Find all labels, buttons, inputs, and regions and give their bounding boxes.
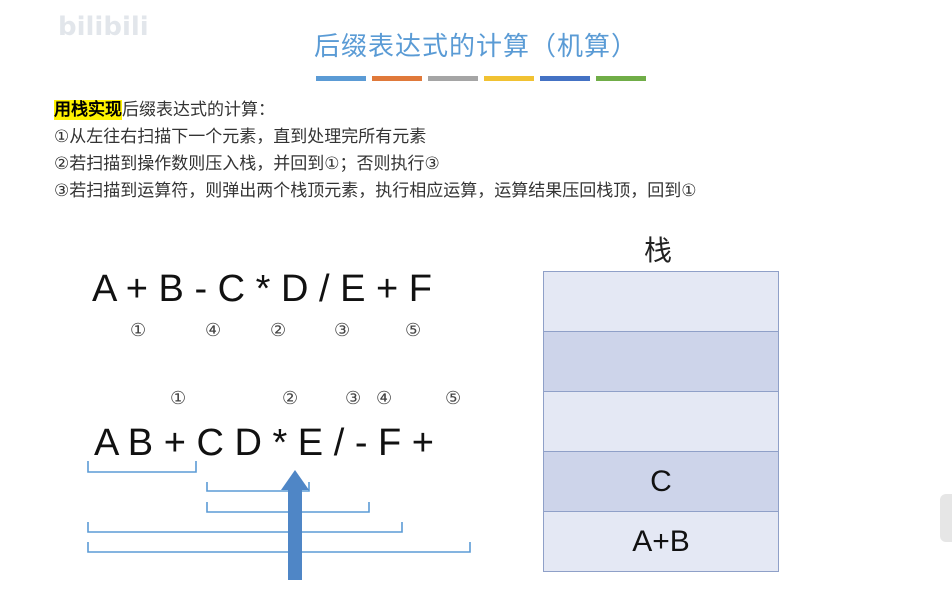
postfix-marker-4: ④ [376, 388, 393, 409]
stack-cell [544, 332, 778, 392]
accent-bars [316, 76, 646, 81]
accent-bar-1 [316, 76, 366, 81]
postfix-marker-2: ② [282, 388, 299, 409]
rule-step-2: ②若扫描到操作数则压入栈，并回到①；否则执行③ [54, 154, 440, 174]
infix-marker-5: ⑤ [405, 320, 422, 341]
side-scroll-handle[interactable] [940, 494, 952, 542]
rules-highlight: 用栈实现 [54, 100, 122, 120]
scan-arrow-icon [281, 470, 309, 580]
rules-intro-rest: 后缀表达式的计算： [122, 100, 275, 120]
accent-bar-2 [372, 76, 422, 81]
accent-bar-5 [540, 76, 590, 81]
stack-cell [544, 392, 778, 452]
stack-cell-bottom: A+B [544, 512, 778, 571]
infix-marker-2: ② [270, 320, 287, 341]
rules-intro: 用栈实现后缀表达式的计算： [54, 97, 696, 124]
stack-cell-top: C [544, 452, 778, 512]
stack-label: 栈 [644, 234, 673, 267]
infix-expression: A + B - C * D / E + F [92, 268, 432, 310]
bilibili-logo-icon: bilibili [58, 12, 149, 42]
infix-marker-4: ④ [205, 320, 222, 341]
bracket-cd-times [206, 482, 310, 492]
accent-bar-3 [428, 76, 478, 81]
page-title: 后缀表达式的计算（机算） [313, 32, 638, 62]
rule-step-3: ③若扫描到运算符，则弹出两个栈顶元素，执行相应运算，运算结果压回栈顶，回到① [54, 181, 697, 201]
postfix-expression: A B + C D * E / - F + [94, 422, 434, 464]
stack: C A+B [543, 271, 779, 572]
site-logo: bilibili [0, 8, 150, 48]
postfix-marker-3: ③ [345, 388, 362, 409]
bracket-ab-plus [87, 461, 197, 473]
infix-marker-1: ① [130, 320, 147, 341]
accent-bar-6 [596, 76, 646, 81]
infix-marker-3: ③ [334, 320, 351, 341]
bracket-all [87, 542, 471, 553]
bracket-minus [87, 522, 403, 533]
rule-step-1: ①从左往右扫描下一个元素，直到处理完所有元素 [54, 127, 427, 147]
accent-bar-4 [484, 76, 534, 81]
postfix-marker-1: ① [170, 388, 187, 409]
rules-text: 用栈实现后缀表达式的计算： ①从左往右扫描下一个元素，直到处理完所有元素 ②若扫… [54, 97, 696, 205]
stack-cell [544, 272, 778, 332]
postfix-marker-5: ⑤ [445, 388, 462, 409]
